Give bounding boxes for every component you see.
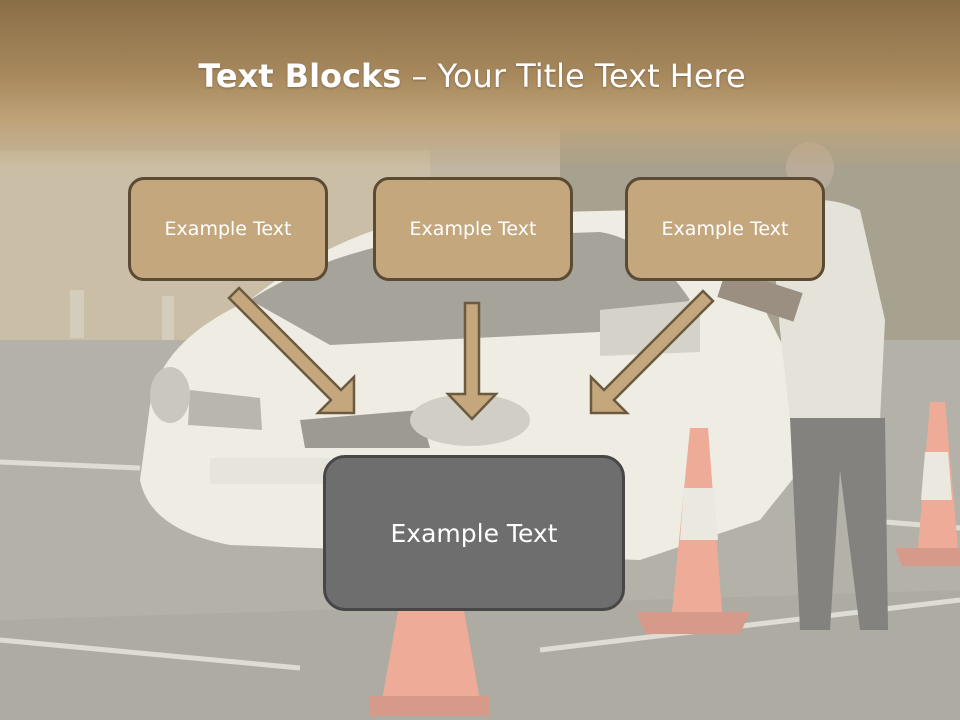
arrow-left-icon — [227, 286, 356, 415]
text-block-1[interactable]: Example Text — [128, 177, 328, 281]
text-block-3[interactable]: Example Text — [625, 177, 825, 281]
slide-title: Text Blocks – Your Title Text Here — [0, 52, 944, 100]
header-band — [0, 0, 960, 170]
main-text-block[interactable]: Example Text — [323, 455, 625, 611]
text-block-2-label: Example Text — [409, 218, 537, 240]
title-separator: – — [411, 57, 428, 95]
title-rest-part: Your Title Text Here — [437, 57, 746, 95]
text-block-3-label: Example Text — [661, 218, 789, 240]
text-block-1-label: Example Text — [164, 218, 292, 240]
arrow-middle-icon — [445, 301, 499, 421]
arrow-right-icon — [589, 289, 715, 415]
title-bold-part: Text Blocks — [198, 57, 402, 95]
main-text-block-label: Example Text — [390, 518, 558, 548]
text-block-2[interactable]: Example Text — [373, 177, 573, 281]
